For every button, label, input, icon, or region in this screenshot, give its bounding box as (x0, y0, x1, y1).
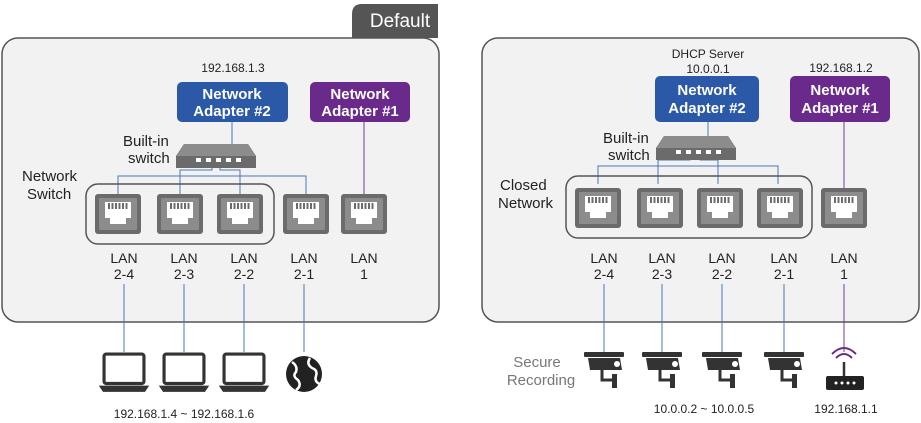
right-port-icon-1 (821, 188, 867, 228)
right-blue-links (597, 122, 785, 352)
router-icon (826, 347, 864, 390)
right-port-label: LAN (830, 250, 857, 266)
left-adapter-2-line2: Adapter #2 (193, 103, 271, 120)
right-builtin-line2: switch (608, 147, 650, 164)
left-port-label: 2-3 (174, 266, 194, 282)
left-adapter-1-line2: Adapter #1 (321, 103, 399, 120)
left-port-icon-1 (341, 194, 387, 234)
left-builtin-line1: Built-in (123, 133, 169, 150)
left-port-label: 2-4 (114, 266, 134, 282)
left-port-icon-2-1 (283, 194, 329, 234)
secure-recording-line2: Recording (507, 372, 575, 389)
right-switch-icon (656, 136, 736, 160)
left-group-line2: Switch (27, 186, 71, 203)
left-port-icon-2-2 (217, 194, 263, 234)
left-port-label: LAN (230, 250, 257, 266)
dhcp-label-line1: DHCP Server (672, 47, 744, 61)
right-port-label: LAN (708, 250, 735, 266)
right-panel: DHCP Server 10.0.0.1 192.168.1.2 Network… (481, 37, 920, 352)
right-port-label: 1 (840, 266, 848, 282)
right-bottom-ip: 10.0.0.2 ~ 10.0.0.5 (654, 402, 755, 416)
right-switch-group-outline (565, 175, 813, 239)
right-adapter-2-line2: Adapter #2 (668, 100, 746, 117)
laptop-icon (218, 352, 270, 394)
right-ip-top: 192.168.1.2 (809, 61, 873, 75)
right-adapter-1-line2: Adapter #1 (801, 100, 879, 117)
dhcp-label-line2: 10.0.0.1 (686, 62, 730, 76)
right-port-label: LAN (590, 250, 617, 266)
right-port-label: LAN (648, 250, 675, 266)
right-adapter-1-line1: Network (810, 82, 870, 99)
right-port-label: 2-1 (774, 266, 794, 282)
camera-icon (584, 352, 626, 390)
left-port-icon-2-4 (95, 194, 141, 234)
right-port-label: 2-2 (712, 266, 732, 282)
left-bottom-ip: 192.168.1.4 ~ 192.168.1.6 (114, 407, 255, 421)
left-port-label: LAN (110, 250, 137, 266)
right-builtin-line1: Built-in (603, 130, 649, 147)
left-port-label: 2-2 (234, 266, 254, 282)
left-ip-top: 192.168.1.3 (201, 61, 265, 75)
globe-icon (286, 356, 322, 392)
left-port-label: LAN (350, 250, 377, 266)
laptop-icon (98, 352, 150, 394)
router-ip: 192.168.1.1 (814, 402, 878, 416)
left-port-icon-2-3 (157, 194, 203, 234)
right-adapter-2-line1: Network (677, 82, 737, 99)
right-port-label: LAN (770, 250, 797, 266)
right-adapter-2[interactable] (655, 76, 759, 122)
right-group-line1: Closed (500, 177, 547, 194)
left-blue-links (117, 122, 307, 352)
left-group-line1: Network (22, 168, 78, 185)
camera-icon (764, 352, 806, 390)
right-port-icon-2-1 (757, 188, 803, 228)
right-group-line2: Network (498, 195, 554, 212)
left-adapter-2-line1: Network (202, 86, 262, 103)
left-adapter-1[interactable] (310, 82, 410, 122)
right-adapter-1[interactable] (790, 76, 890, 122)
left-port-label: LAN (170, 250, 197, 266)
default-tab-label: Default (370, 11, 431, 32)
right-port-label: 2-4 (594, 266, 614, 282)
left-port-label: 2-1 (294, 266, 314, 282)
left-switch-group-outline (85, 183, 275, 245)
left-builtin-line2: switch (128, 150, 170, 167)
default-tab[interactable] (352, 4, 438, 38)
left-adapter-1-line1: Network (330, 86, 390, 103)
secure-recording-line1: Secure (513, 354, 561, 371)
left-switch-icon (176, 144, 256, 168)
right-port-icon-2-4 (575, 188, 621, 228)
left-port-label: 1 (360, 266, 368, 282)
left-panel: Default 192.168.1.3 Network Adapter #2 N… (1, 4, 440, 352)
left-port-label: LAN (290, 250, 317, 266)
right-port-label: 2-3 (652, 266, 672, 282)
right-port-icon-2-3 (637, 188, 683, 228)
right-port-icon-2-2 (697, 188, 743, 228)
laptop-icon (158, 352, 210, 394)
left-adapter-2[interactable] (177, 82, 288, 122)
camera-icon (702, 352, 744, 390)
camera-icon (642, 352, 684, 390)
